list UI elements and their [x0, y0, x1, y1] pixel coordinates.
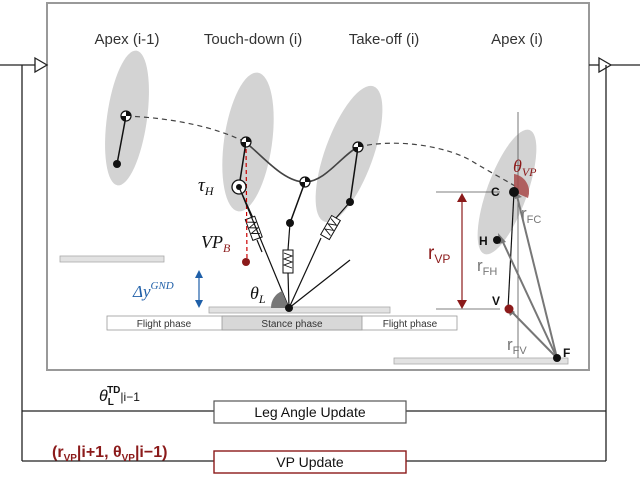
pose-apex-prev — [113, 110, 132, 168]
label-theta-l: θL — [250, 283, 266, 306]
feedback-loop — [0, 56, 640, 462]
spring-stance — [282, 249, 294, 274]
phase-bar: Flight phase Stance phase Flight phase — [106, 315, 458, 331]
phase-stance: Stance phase — [261, 319, 323, 330]
leg-ground-line-b — [288, 259, 351, 309]
label-delta-y-gnd: ΔyGND — [132, 280, 174, 301]
ground-low — [208, 306, 391, 314]
label-takeoff: Take-off (i) — [349, 31, 420, 48]
point-c — [509, 187, 519, 197]
label-r-fh: rFH — [477, 256, 497, 278]
ground-high — [59, 255, 165, 263]
label-point-v: V — [492, 294, 500, 308]
label-vp-b: VPB — [201, 232, 231, 255]
body-ellipses — [105, 50, 537, 255]
vp-params-label: (rVP|i+1, θVP|i−1) — [52, 444, 167, 464]
phase-flight-right: Flight phase — [383, 319, 438, 330]
label-theta-vp: θVP — [513, 156, 537, 179]
theta-td-label: θLTD|i−1 — [99, 385, 140, 408]
label-point-f: F — [563, 346, 570, 360]
ground — [59, 255, 569, 365]
label-point-h: H — [479, 234, 488, 248]
leg-angle-update-box — [213, 400, 407, 424]
point-v — [504, 304, 514, 314]
spring-takeoff — [319, 214, 342, 241]
vp-construction — [436, 112, 561, 362]
point-f — [553, 354, 561, 362]
vp-line — [245, 141, 248, 263]
label-apex-curr: Apex (i) — [491, 31, 543, 48]
label-r-fc: rFC — [521, 204, 541, 226]
arrow-r-fc — [516, 195, 558, 359]
label-point-c: C — [491, 185, 500, 199]
pose-touchdown — [231, 136, 263, 266]
label-tau-h: τH — [198, 175, 215, 198]
phase-flight-left: Flight phase — [137, 319, 192, 330]
label-apex-prev: Apex (i-1) — [94, 31, 159, 48]
delta-y-indicator — [195, 270, 203, 308]
main-panel — [46, 2, 590, 371]
vp-update-box — [213, 450, 407, 474]
arrow-r-fv — [511, 311, 558, 359]
ground-right — [393, 357, 569, 365]
vp-b-point — [242, 258, 250, 266]
arrow-r-fh — [501, 239, 558, 359]
pose-takeoff — [288, 141, 364, 309]
theta-l-wedge — [270, 291, 289, 308]
label-r-fv: rFV — [507, 335, 527, 357]
pose-stance — [238, 176, 351, 312]
leg-ground-line-a — [238, 186, 290, 309]
label-touchdown: Touch-down (i) — [204, 31, 302, 48]
body-ellipse-apex-curr — [477, 129, 537, 255]
point-h — [493, 236, 501, 244]
label-r-vp: rVP — [428, 243, 450, 266]
leg-angle-update-label: Leg Angle Update — [254, 404, 366, 420]
vp-update-label: VP Update — [276, 454, 344, 470]
